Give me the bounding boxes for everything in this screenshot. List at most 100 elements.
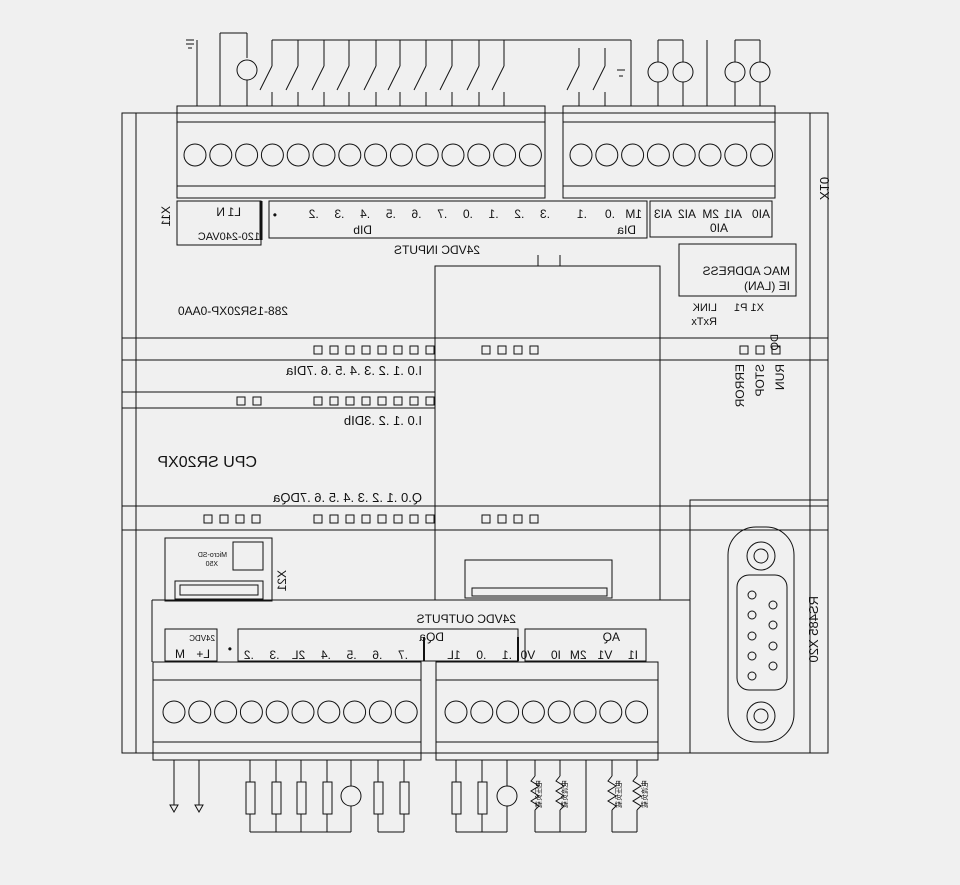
bottom-right-screw: [470, 700, 494, 724]
dia-led: [329, 345, 339, 355]
input-switch-icon: [491, 65, 505, 91]
top-left-screw: [183, 143, 207, 167]
top-left-screw: [389, 143, 413, 167]
rs485-pin: [768, 661, 778, 671]
run-label: RUN: [773, 364, 787, 390]
top-right-screw: [724, 143, 748, 167]
dib-led-a: [236, 396, 246, 406]
module-led-row2: [529, 514, 539, 524]
dib-led: [393, 396, 403, 406]
ac-source-icon: [236, 59, 258, 81]
dqa-led-left: [219, 514, 229, 524]
ac-source-icon: [496, 785, 518, 807]
microsd-slot-id: X21: [275, 570, 289, 592]
dib-led: [329, 396, 339, 406]
dib-led-a: [252, 396, 262, 406]
status-led: [771, 345, 781, 355]
rs485-pin: [747, 631, 757, 641]
top-left-screw: [286, 143, 310, 167]
dqa-led: [361, 514, 371, 524]
dia-led: [345, 345, 355, 355]
dqa-terminal-labels: .7.6.5.42L.3.2: [243, 648, 408, 662]
relay-load-icon: [271, 781, 282, 815]
dqa-led-left: [203, 514, 213, 524]
bottom-right-screw: [521, 700, 545, 724]
bottom-left-screw: [188, 700, 212, 724]
analog-source-icon: [724, 61, 746, 83]
dqa-led: [425, 514, 435, 524]
mac-line1: MAC ADDRESS: [703, 264, 790, 278]
module-led-row1: [513, 345, 523, 355]
input-switch-icon: [566, 65, 580, 91]
dib-led-row: I.0 .1 .2 .3DIb: [344, 413, 422, 428]
dia-led: [393, 345, 403, 355]
aq-terminal-label: I0: [551, 648, 561, 662]
dia-led: [425, 345, 435, 355]
bottom-left-screw: [368, 700, 392, 724]
top-right-screw: [672, 143, 696, 167]
dqa-led: [393, 514, 403, 524]
bottom-left-screw: [265, 700, 289, 724]
top-right-screw: [621, 143, 645, 167]
dqa-led: [377, 514, 387, 524]
relay-load-icon: [373, 781, 384, 815]
dib-terminal-label: .1: [488, 207, 498, 221]
l1-label: L1: [227, 205, 241, 219]
analog-load-icon: [632, 775, 642, 811]
bottom-dot-mark: •: [228, 642, 232, 656]
rs485-pin: [747, 610, 757, 620]
dq-common-labels: .1.01L: [447, 648, 512, 662]
dib-terminal-label: .3: [540, 207, 550, 221]
dqa-led-left: [235, 514, 245, 524]
bottom-left-screw: [214, 700, 238, 724]
aq-terminal-label: I1: [628, 648, 638, 662]
input-switch-icon: [466, 65, 480, 91]
rs485-pin: [747, 651, 757, 661]
rs485-screw-hole: [753, 708, 769, 724]
dib-terminal-label: .4: [360, 207, 370, 221]
analog-load-icon: [607, 775, 617, 811]
bottom-right-screw: [547, 700, 571, 724]
analog-source-icon: [647, 61, 669, 83]
terminal-screws: [162, 143, 778, 731]
rs485-screw: [746, 701, 776, 731]
dqa-terminal-label: .2: [243, 648, 253, 662]
dqa-terminal-label: .5: [346, 648, 356, 662]
load-label: 电流负载: [560, 780, 569, 808]
relay-load-icon: [296, 781, 307, 815]
dib-led: [345, 396, 355, 406]
dib-led: [409, 396, 419, 406]
top-left-screw: [415, 143, 439, 167]
dib-terminal-label: .2: [308, 207, 318, 221]
module-led-row2: [481, 514, 491, 524]
analog-load-icon: [555, 775, 565, 811]
input-switch-icon: [285, 65, 299, 91]
top-left-screw: [518, 143, 542, 167]
microsd-name: Micro-SD: [198, 552, 227, 559]
dia-led: [313, 345, 323, 355]
part-number: 288-1SR20XP-0AA0: [178, 304, 288, 318]
m-label: M: [175, 647, 185, 661]
bottom-right-screw: [496, 700, 520, 724]
status-led: [739, 345, 749, 355]
field-wiring: [169, 32, 771, 833]
x11-label: X11: [159, 206, 173, 227]
analog-source-icon: [749, 61, 771, 83]
module-led-row1: [497, 345, 507, 355]
rs485-pin: [768, 620, 778, 630]
top-right-screw: [750, 143, 774, 167]
microsd-slot: X50: [205, 561, 218, 568]
bottom-right-screw: [444, 700, 468, 724]
dqa-led-row: Q.0 .1 .2 .3 .4 .5 .6 .7DQa: [272, 490, 422, 505]
l-plus-label: L+: [196, 647, 210, 661]
dqa-terminal-label: .3: [269, 648, 279, 662]
dqa-led: [313, 514, 323, 524]
ai-group-label: AI0: [710, 221, 728, 235]
load-label: 电压负载: [534, 780, 543, 808]
dib-led: [425, 396, 435, 406]
dia-1-label: .1: [577, 207, 587, 221]
outputs-title: 24VDC OUTPUTS: [417, 612, 516, 626]
